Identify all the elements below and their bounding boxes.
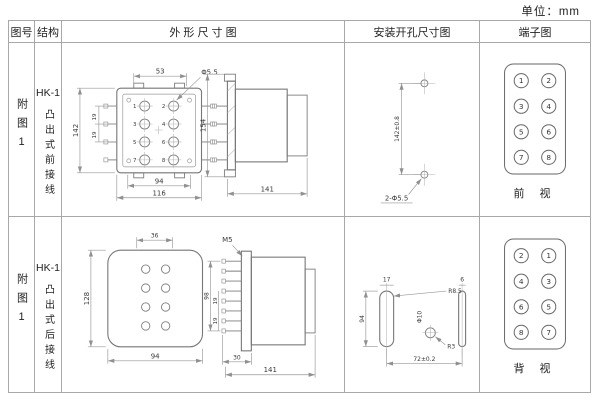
terminal-view-caption: 背 视 bbox=[513, 362, 557, 375]
side-view bbox=[212, 73, 308, 178]
dim-depth: 141 bbox=[261, 185, 274, 193]
dim-slot-radius: R8.5 bbox=[448, 288, 462, 295]
fig-cell: 附图1 bbox=[8, 42, 35, 217]
dim-pin-depth: 30 bbox=[233, 354, 241, 361]
dim-pitch: 19 bbox=[213, 297, 219, 304]
terminal-cell: 1 2 3 4 5 6 7 8 前 视 bbox=[479, 42, 591, 217]
dim-hole-dia: Φ5.5 bbox=[201, 69, 218, 77]
terminal-diagram-rear: 2 1 4 3 6 5 8 7 bbox=[504, 238, 566, 349]
label-mounting-holes: 2-Φ5.5 bbox=[385, 194, 408, 202]
unit-label: 单位：mm bbox=[521, 6, 580, 18]
dim-top-width: 36 bbox=[151, 233, 159, 240]
terminal-number: 5 bbox=[133, 140, 136, 146]
terminal-number: 2 bbox=[162, 104, 165, 110]
structure-label: 凸出式前接线 bbox=[42, 108, 54, 199]
terminal-cell: 2 1 4 3 6 5 8 7 背 视 bbox=[479, 216, 591, 393]
dim-pitch: 19 bbox=[92, 113, 98, 120]
terminal-pin: 1 bbox=[546, 251, 551, 260]
terminal-number: 3 bbox=[133, 122, 137, 128]
dim-pitch: 19 bbox=[92, 131, 98, 138]
terminal-number: 6 bbox=[162, 140, 166, 146]
terminal-pin: 6 bbox=[519, 302, 524, 311]
table-row-rear-wiring: 附图1 HK-1 凸出式后接线 bbox=[8, 216, 591, 393]
dim-pin-span: 98 bbox=[203, 292, 210, 300]
fig-number: 附图1 bbox=[15, 273, 28, 331]
terminal-pin: 4 bbox=[546, 101, 551, 110]
structure-label: 凸出式后接线 bbox=[42, 283, 54, 374]
table-row-front-wiring: 附图1 HK-1 凸出式前接线 bbox=[8, 42, 591, 217]
terminal-number: 7 bbox=[133, 158, 137, 164]
dim-slot-width-right: 6 bbox=[460, 277, 464, 284]
mounting-slot-left bbox=[379, 283, 395, 357]
mounting-drawing-rear: 17 6 R8.5 94 Φ10 R3 bbox=[359, 277, 467, 367]
dim-depth: 141 bbox=[264, 366, 277, 374]
dim-slot-height: 94 bbox=[359, 315, 366, 323]
terminal-view-caption: 前 视 bbox=[513, 187, 557, 200]
outline-drawing-rear: 36 128 94 M5 bbox=[83, 233, 316, 378]
dim-height: 142 bbox=[72, 124, 80, 137]
fig-number: 附图1 bbox=[15, 98, 28, 156]
header-fig: 图号 bbox=[8, 20, 35, 43]
side-dimensions: 154 141 bbox=[199, 73, 308, 197]
terminal-number: 8 bbox=[162, 158, 166, 164]
terminal-pin: 3 bbox=[519, 101, 524, 110]
terminal-pin: 7 bbox=[546, 327, 551, 336]
terminal-pin: 2 bbox=[519, 251, 524, 260]
label-screw: M5 bbox=[222, 236, 232, 244]
mounting-drawing-front: 142±0.8 2-Φ5.5 bbox=[380, 72, 436, 204]
dim-slot-width-left: 17 bbox=[383, 277, 391, 284]
structure-cell: HK-1 凸出式后接线 bbox=[34, 216, 62, 393]
dim-bottom-width: 94 bbox=[151, 352, 160, 360]
dim-top-width: 53 bbox=[156, 68, 165, 76]
header-row: 图号 结构 外 形 尺 寸 图 安装开孔尺寸图 端子图 bbox=[8, 20, 591, 43]
side-view: M5 bbox=[221, 236, 316, 352]
dim-outer-width: 116 bbox=[152, 189, 165, 197]
fig-cell: 附图1 bbox=[8, 216, 35, 393]
dim-corner-radius: R3 bbox=[447, 344, 455, 351]
spec-table: 图号 结构 外 形 尺 寸 图 安装开孔尺寸图 端子图 附图1 HK-1 凸出式… bbox=[8, 20, 591, 393]
header-mounting: 安装开孔尺寸图 bbox=[344, 20, 480, 43]
center-hole bbox=[422, 324, 439, 341]
terminal-pin: 4 bbox=[519, 276, 524, 285]
dim-mounting-horizontal: 72±0.2 bbox=[413, 356, 435, 363]
dim-height: 128 bbox=[83, 292, 91, 305]
front-view: 1 2 3 4 5 6 7 8 bbox=[103, 82, 215, 179]
terminal-pin: 8 bbox=[546, 152, 551, 161]
mounting-cell: 142±0.8 2-Φ5.5 bbox=[344, 42, 480, 217]
terminal-pin: 6 bbox=[546, 127, 551, 136]
rear-dimensions: 36 128 94 bbox=[83, 233, 203, 364]
side-dimensions: 98 19 19 30 141 bbox=[203, 260, 316, 378]
header-terminal: 端子图 bbox=[479, 20, 591, 43]
terminal-pin: 1 bbox=[519, 76, 524, 85]
rear-view bbox=[107, 249, 204, 348]
header-structure: 结构 bbox=[34, 20, 62, 43]
header-outline: 外 形 尺 寸 图 bbox=[61, 20, 345, 43]
dim-center-hole: Φ10 bbox=[416, 311, 423, 323]
terminal-pin: 2 bbox=[546, 76, 551, 85]
outline-cell: 36 128 94 M5 bbox=[61, 216, 345, 393]
terminal-pin: 7 bbox=[519, 152, 524, 161]
model-label: HK-1 bbox=[36, 261, 60, 274]
terminal-pin: 5 bbox=[519, 127, 524, 136]
terminal-pin: 8 bbox=[519, 327, 524, 336]
dim-side-height: 154 bbox=[199, 118, 207, 132]
terminal-pin: 5 bbox=[546, 302, 551, 311]
outline-drawing-front: 1 2 3 4 5 6 7 8 bbox=[72, 68, 308, 201]
dim-mounting-vertical: 142±0.8 bbox=[394, 116, 401, 142]
outline-cell: 1 2 3 4 5 6 7 8 bbox=[61, 42, 345, 217]
structure-cell: HK-1 凸出式前接线 bbox=[34, 42, 62, 217]
dim-pitch: 19 bbox=[213, 317, 219, 324]
model-label: HK-1 bbox=[36, 86, 60, 99]
terminal-diagram-front: 1 2 3 4 5 6 7 8 bbox=[504, 63, 566, 174]
mounting-cell: 17 6 R8.5 94 Φ10 R3 bbox=[344, 216, 480, 393]
terminal-pin: 3 bbox=[546, 276, 551, 285]
front-dimensions: 53 Φ5.5 142 19 19 94 bbox=[72, 68, 218, 201]
dim-inner-width: 94 bbox=[155, 177, 164, 185]
terminal-number: 1 bbox=[133, 104, 136, 110]
terminal-number: 4 bbox=[162, 122, 166, 128]
mounting-slot-right bbox=[458, 283, 467, 357]
